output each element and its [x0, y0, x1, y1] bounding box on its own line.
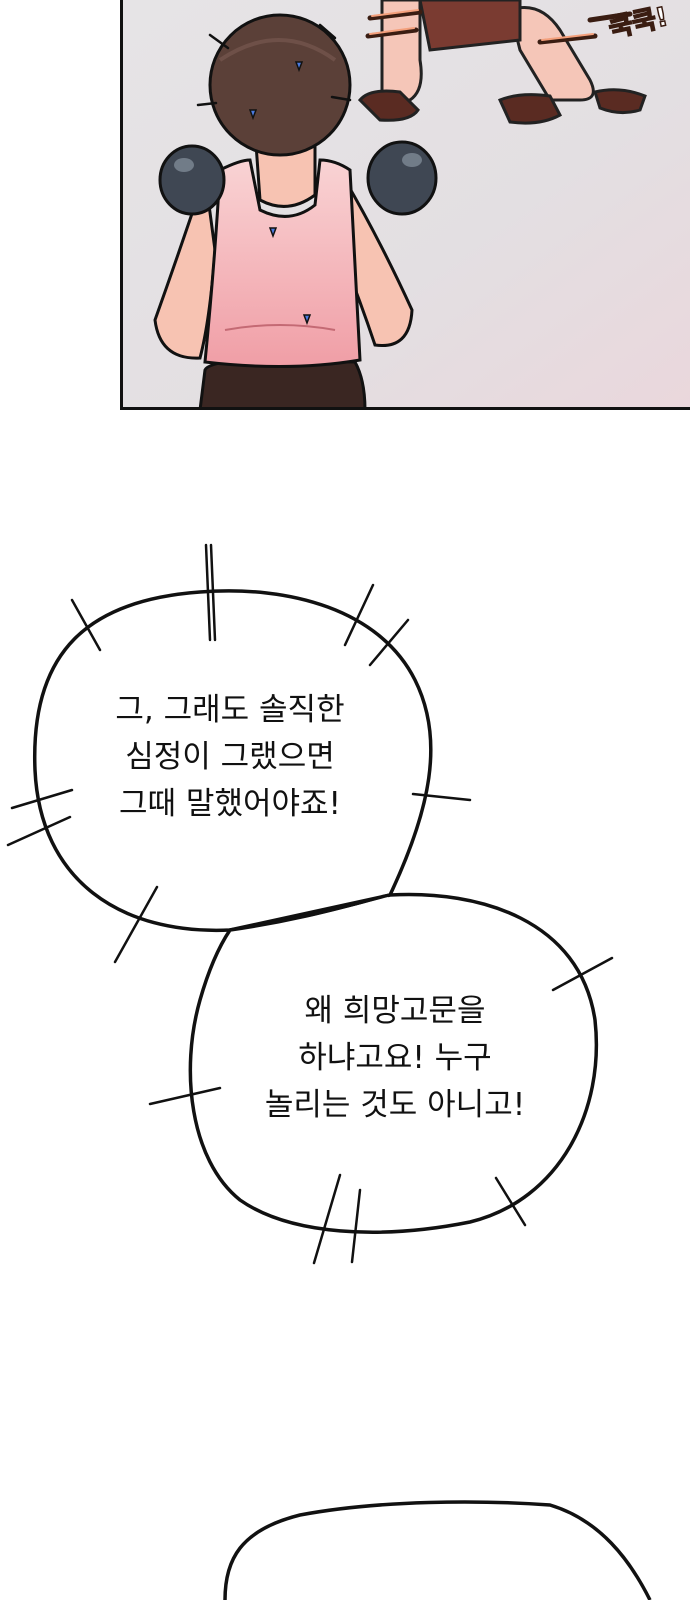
boxer-illustration [120, 0, 690, 410]
speech-bubble-2-text: 왜 희망고문을 하냐고요! 누구 놀리는 것도 아니고! [225, 988, 565, 1129]
bubble-1-line-2: 심정이 그랬으면 [125, 739, 335, 775]
bubble-2-line-2: 하냐고요! 누구 [298, 1040, 492, 1076]
speech-bubble-3-partial [223, 1500, 652, 1600]
comic-panel: 쿡쿡! [120, 0, 690, 410]
bubble-2-line-1: 왜 희망고문을 [304, 993, 486, 1029]
speech-bubble-1-text: 그, 그래도 솔직한 심정이 그랬으면 그때 말했어야죠! [75, 687, 385, 828]
background-figure [357, 0, 647, 125]
bubble-1-line-3: 그때 말했어야죠! [119, 786, 341, 822]
tension-marks [6, 543, 614, 1265]
speech-bubble-1 [33, 589, 433, 933]
bubble-1-line-1: 그, 그래도 솔직한 [115, 692, 345, 728]
bubble-2-line-3: 놀리는 것도 아니고! [264, 1087, 526, 1123]
speech-bubble-2 [188, 892, 599, 1234]
